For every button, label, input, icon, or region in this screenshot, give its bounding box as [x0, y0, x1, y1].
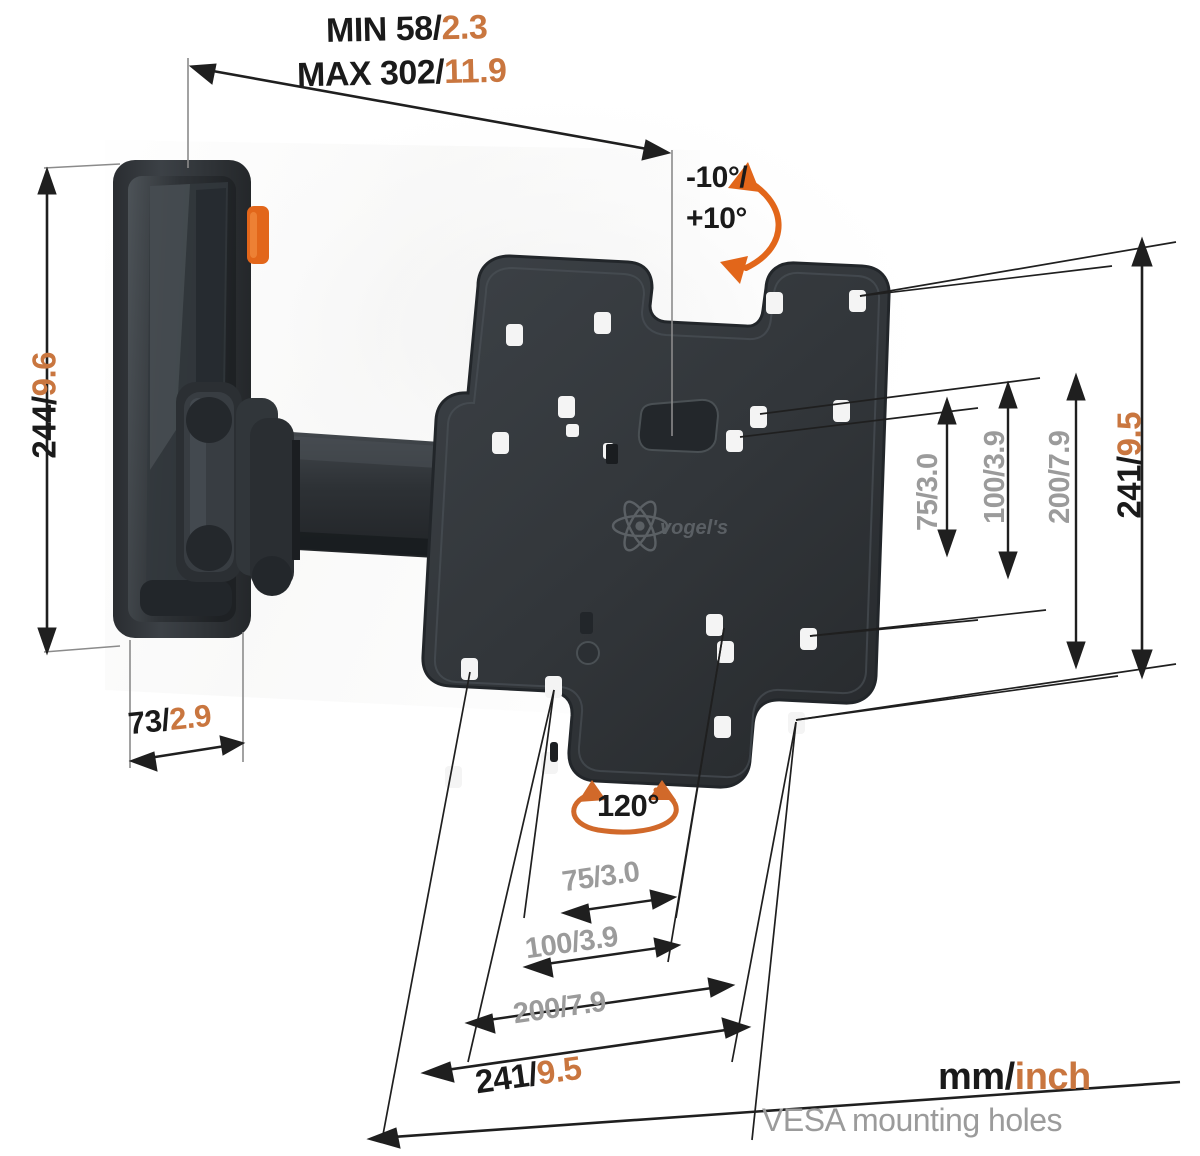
tilt-arrow-head-down [720, 256, 748, 284]
vesa-hole-group [445, 290, 866, 788]
dim-vesa-v-75 [937, 396, 957, 558]
dim-vesa-v-241 [1131, 236, 1153, 680]
dim-depth-arrow [188, 63, 672, 161]
vesa-legend: VESA mounting holes [762, 1102, 1063, 1138]
vesa-vertical-label-200: 200/7.9 [1043, 430, 1076, 524]
dim-depth-max-label: MAX 302/11.9 [296, 51, 507, 95]
swivel-arrow-head-right [648, 780, 676, 800]
vesa-vertical-label-75: 75/3.0 [911, 453, 944, 532]
cable-slot-icon [637, 398, 720, 454]
vesa-vertical-label-100: 100/3.9 [978, 430, 1011, 524]
articulating-arm [176, 382, 470, 596]
dim-vesa-h-200 [464, 977, 736, 1034]
dim-vesa-h-75 [560, 889, 678, 924]
dim-vesa-vertical-241-label: 241/9.5 [1110, 412, 1148, 519]
vesa-extension-lines [381, 241, 1177, 1141]
dim-vesa-h-100 [522, 937, 682, 978]
units-legend: mm/inch [938, 1056, 1091, 1098]
swivel-angle-label: 120° [597, 788, 660, 823]
tilt-angle-label-positive: +10° [686, 202, 747, 235]
brand-logo: vogel's [611, 500, 728, 552]
dimension-arrows [37, 63, 1181, 1149]
dim-depth-min-label: MIN 58/2.3 [325, 8, 488, 50]
dim-outer-bottom [366, 1080, 1181, 1149]
dim-plate-height-label: 244/9.6 [25, 352, 63, 459]
dim-height-arrow [37, 166, 57, 656]
svg-text:vogel's: vogel's [660, 517, 728, 539]
vesa-plate: vogel's [421, 254, 891, 789]
tilt-arrow-head-up [728, 162, 760, 192]
swivel-arrow-head-left [578, 780, 606, 802]
dim-vesa-h-241 [420, 1017, 752, 1083]
dim-vesa-v-200 [1066, 372, 1086, 670]
dim-depth73-arrow [128, 735, 246, 772]
dim-vesa-v-100 [998, 380, 1018, 580]
extension-lines [43, 58, 673, 768]
tilt-angle-label-negative: -10°/ [686, 161, 748, 194]
swivel-angle-arrow [571, 787, 679, 835]
